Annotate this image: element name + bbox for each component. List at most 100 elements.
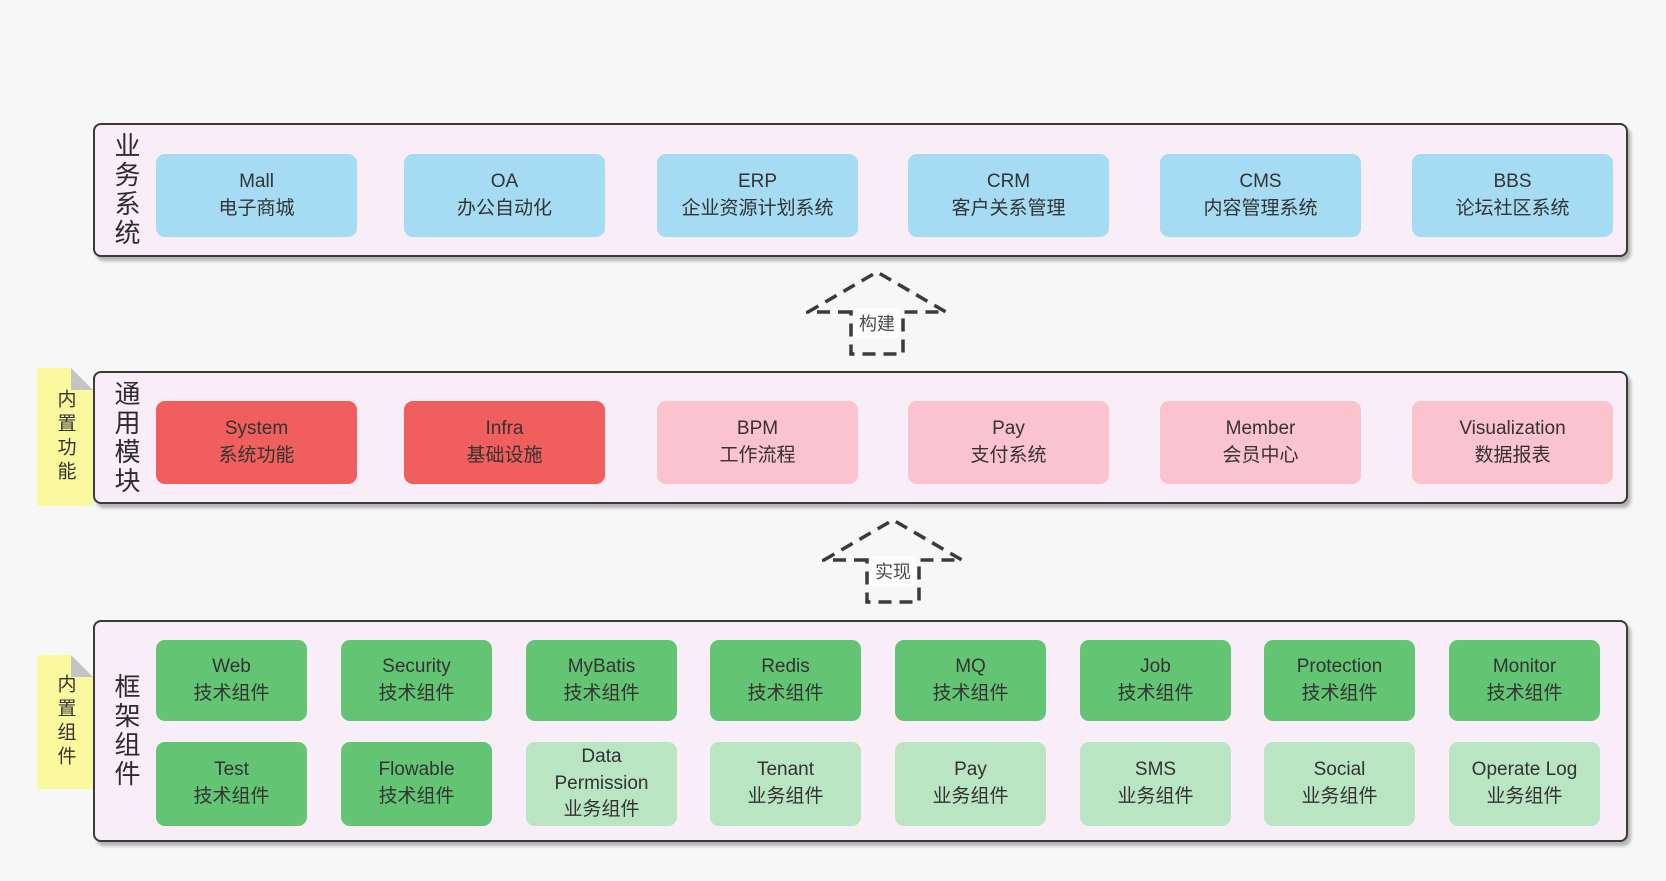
box-monitor: Monitor 技术组件 <box>1449 640 1600 721</box>
build-arrow-label: 构建 <box>853 308 901 338</box>
folded-corner-icon <box>71 655 93 677</box>
box-subtitle: 业务组件 <box>1301 786 1378 807</box>
box-subtitle: 办公自动化 <box>456 197 552 219</box>
box-job: Job 技术组件 <box>1080 640 1231 721</box>
box-subtitle: 会员中心 <box>1222 444 1299 466</box>
box-visualization: Visualization 数据报表 <box>1412 401 1613 484</box>
box-subtitle: 业务组件 <box>932 786 1009 807</box>
box-subtitle: 基础设施 <box>466 444 543 466</box>
box-title: Web <box>212 655 251 677</box>
box-title: Flowable <box>378 759 455 781</box>
box-title: Visualization <box>1459 417 1566 439</box>
box-pay-biz: Pay 业务组件 <box>895 742 1046 826</box>
box-title: Operate Log <box>1471 759 1578 781</box>
box-title: MyBatis <box>567 655 636 677</box>
box-title: Member <box>1225 417 1296 439</box>
box-tenant: Tenant 业务组件 <box>710 742 861 826</box>
box-title: Infra <box>485 417 524 439</box>
box-sms: SMS 业务组件 <box>1080 742 1231 826</box>
box-subtitle: 技术组件 <box>563 682 640 704</box>
tab-label: 内置组件 <box>54 674 76 770</box>
box-test: Test 技术组件 <box>156 742 307 826</box>
box-member: Member 会员中心 <box>1160 401 1361 484</box>
box-title: Test <box>214 759 249 781</box>
box-subtitle: 数据报表 <box>1474 444 1551 466</box>
box-title: BBS <box>1493 170 1532 192</box>
common-modules-panel: 通用模块 System 系统功能 Infra 基础设施 BPM 工作流程 Pay… <box>93 371 1628 504</box>
box-cms: CMS 内容管理系统 <box>1160 154 1361 237</box>
box-subtitle: 技术组件 <box>747 682 824 704</box>
box-title: MQ <box>955 655 986 677</box>
box-operate-log: Operate Log 业务组件 <box>1449 742 1600 826</box>
folded-corner-icon <box>71 368 93 390</box>
box-subtitle: 技术组件 <box>932 682 1009 704</box>
box-title: ERP <box>737 170 778 192</box>
box-mybatis: MyBatis 技术组件 <box>526 640 677 721</box>
implement-arrow-label: 实现 <box>869 556 917 586</box>
box-subtitle: 技术组件 <box>1486 682 1563 704</box>
box-title: BPM <box>736 417 779 439</box>
box-crm: CRM 客户关系管理 <box>908 154 1109 237</box>
box-title: SMS <box>1134 759 1177 781</box>
box-web: Web 技术组件 <box>156 640 307 721</box>
box-subtitle: 业务组件 <box>747 786 824 807</box>
box-title: CRM <box>986 170 1031 192</box>
box-title: OA <box>490 170 519 192</box>
build-arrow: 构建 <box>806 270 948 356</box>
box-erp: ERP 企业资源计划系统 <box>657 154 858 237</box>
box-subtitle: 支付系统 <box>970 444 1047 466</box>
box-subtitle: 论坛社区系统 <box>1455 197 1570 219</box>
box-title: Social <box>1313 759 1366 781</box>
modules-panel-label: 通用模块 <box>111 379 141 496</box>
box-title: Security <box>382 655 451 677</box>
box-subtitle: 技术组件 <box>378 786 455 807</box>
box-subtitle: 内容管理系统 <box>1203 197 1318 219</box>
framework-components-panel: 框架组件 Web 技术组件 Security 技术组件 MyBatis 技术组件… <box>93 620 1628 842</box>
box-subtitle: 客户关系管理 <box>951 197 1066 219</box>
box-social: Social 业务组件 <box>1264 742 1415 826</box>
box-title: Protection <box>1296 655 1383 677</box>
box-subtitle: 业务组件 <box>563 799 640 821</box>
box-data-permission: Data Permission 业务组件 <box>526 742 677 826</box>
builtin-features-tab: 内置功能 <box>37 368 93 506</box>
box-flowable: Flowable 技术组件 <box>341 742 492 826</box>
box-bbs: BBS 论坛社区系统 <box>1412 154 1613 237</box>
box-mq: MQ 技术组件 <box>895 640 1046 721</box>
box-title: Data Permission <box>554 745 649 794</box>
box-subtitle: 技术组件 <box>378 682 455 704</box>
box-mall: Mall 电子商城 <box>156 154 357 237</box>
box-title: Redis <box>761 655 810 677</box>
box-subtitle: 技术组件 <box>1301 682 1378 704</box>
tab-label: 内置功能 <box>54 389 76 485</box>
box-title: Tenant <box>756 759 815 781</box>
builtin-components-tab: 内置组件 <box>37 655 93 789</box>
implement-arrow: 实现 <box>822 518 964 604</box>
box-subtitle: 业务组件 <box>1117 786 1194 807</box>
box-title: Monitor <box>1492 655 1557 677</box>
box-title: Pay <box>992 417 1025 439</box>
box-title: Mall <box>239 170 274 192</box>
business-systems-panel: 业务系统 Mall 电子商城 OA 办公自动化 ERP 企业资源计划系统 CRM… <box>93 123 1628 257</box>
components-panel-label: 框架组件 <box>111 673 141 789</box>
box-subtitle: 企业资源计划系统 <box>681 197 834 219</box>
box-pay: Pay 支付系统 <box>908 401 1109 484</box>
box-oa: OA 办公自动化 <box>404 154 605 237</box>
box-system: System 系统功能 <box>156 401 357 484</box>
box-title: CMS <box>1239 170 1282 192</box>
box-subtitle: 技术组件 <box>1117 682 1194 704</box>
box-subtitle: 业务组件 <box>1486 786 1563 807</box>
box-infra: Infra 基础设施 <box>404 401 605 484</box>
business-panel-label: 业务系统 <box>111 132 141 248</box>
box-subtitle: 技术组件 <box>193 786 270 807</box>
box-security: Security 技术组件 <box>341 640 492 721</box>
box-subtitle: 工作流程 <box>719 444 796 466</box>
box-protection: Protection 技术组件 <box>1264 640 1415 721</box>
box-bpm: BPM 工作流程 <box>657 401 858 484</box>
box-redis: Redis 技术组件 <box>710 640 861 721</box>
box-subtitle: 电子商城 <box>218 197 295 219</box>
box-subtitle: 技术组件 <box>193 682 270 704</box>
box-title: Job <box>1140 655 1171 677</box>
box-subtitle: 系统功能 <box>218 444 295 466</box>
box-title: Pay <box>954 759 987 781</box>
